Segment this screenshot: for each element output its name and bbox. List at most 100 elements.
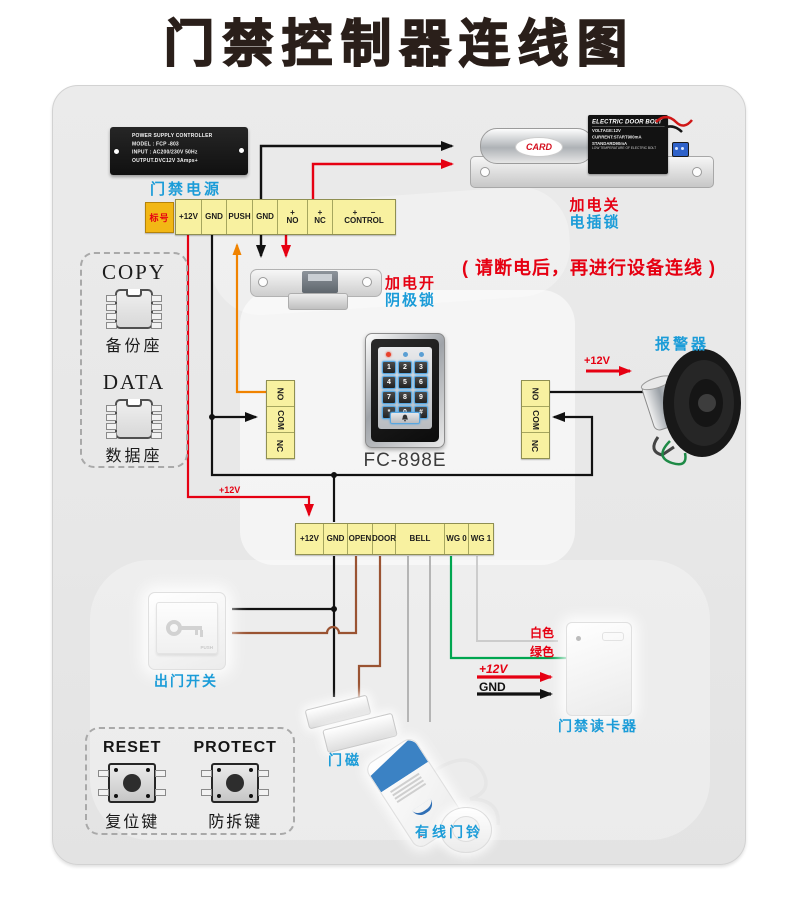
key-4[interactable]: 4 <box>382 376 396 389</box>
bolt-label-box: ELECTRIC DOOR BOLT VOLTAGE:12V CURRENT:S… <box>588 115 672 174</box>
key-6[interactable]: 6 <box>414 376 428 389</box>
terminal-wg0: WG 0 <box>445 524 469 554</box>
top-terminal-strip: +12V GND PUSH GND +NO +NC + −CONTROL <box>175 199 396 235</box>
bolt-caption-blue: 电插锁 <box>569 214 621 231</box>
strike-caption-red: 加电开 <box>385 275 437 292</box>
data-label: DATA <box>102 370 166 394</box>
chip-socket-icon <box>106 399 162 439</box>
bolt-connector <box>672 142 689 157</box>
junction-dot <box>331 472 337 478</box>
bolt-cylinder: CARD <box>480 128 594 164</box>
bolt-caption-red: 加电关 <box>569 197 621 214</box>
doorbell-key[interactable] <box>390 412 420 424</box>
screw-hole-icon <box>480 167 490 177</box>
screw-icon <box>239 148 244 153</box>
wire-door <box>357 556 382 698</box>
wire-push <box>232 243 266 394</box>
wire-nc-to-bolt <box>311 159 454 199</box>
exit-button-plate: PUSH <box>156 602 218 654</box>
copy-label: COPY <box>101 260 167 284</box>
key-icon <box>166 620 203 637</box>
programmer-box: COPY 备份座 DATA 数据座 <box>80 252 188 468</box>
key-7[interactable]: 7 <box>382 391 396 404</box>
strike-caption-blue: 阴极锁 <box>385 292 437 309</box>
terminal-nc: +NC <box>308 200 333 234</box>
relay-no: NO <box>267 381 294 407</box>
tag-label: 标号 <box>145 202 174 233</box>
reset-switch-icon[interactable] <box>98 763 167 803</box>
doorbell-button[interactable] <box>440 807 492 853</box>
terminal-no: +NO <box>278 200 308 234</box>
protect-switch-icon[interactable] <box>201 763 270 803</box>
terminal-gnd: GND <box>202 200 227 234</box>
terminal-gnd: GND <box>324 524 348 554</box>
electric-strike-lock <box>250 269 382 311</box>
reset-caption: 复位键 <box>105 814 160 831</box>
wire-exit-open <box>232 556 358 635</box>
keypad-leds <box>386 352 424 357</box>
siren-12v-label: +12V <box>584 355 610 367</box>
screw-hole-icon <box>362 277 372 287</box>
key-1[interactable]: 1 <box>382 361 396 374</box>
electric-door-bolt: CARD ELECTRIC DOOR BOLT VOLTAGE:12V CURR… <box>468 112 718 197</box>
bolt-label-text: ELECTRIC DOOR BOLT VOLTAGE:12V CURRENT:S… <box>592 118 672 150</box>
keypad-fc898e: 1 2 3 4 5 6 7 8 9 * 0 # <box>365 333 445 448</box>
wire-gnd-to-bolt <box>259 141 454 199</box>
reader-12v-label: +12V <box>479 662 508 676</box>
power-supply-controller: POWER SUPPLY CONTROLLER MODEL : FCP -803… <box>110 127 248 175</box>
relay-com: COM <box>267 407 294 433</box>
psu-caption: 门禁电源 <box>150 181 223 198</box>
terminal-12v: +12V <box>176 200 202 234</box>
relay-strip-right: NO COM NC <box>521 380 550 459</box>
key-3[interactable]: 3 <box>414 361 428 374</box>
strike-keeper <box>288 293 348 310</box>
screw-hole-icon <box>692 167 702 177</box>
wire-wg1-white <box>476 556 558 642</box>
bell-icon <box>401 414 409 422</box>
key-2[interactable]: 2 <box>398 361 412 374</box>
relay-com: COM <box>522 407 549 433</box>
terminal-control: + −CONTROL <box>344 207 384 225</box>
reset-label: RESET <box>103 739 162 756</box>
relay-nc: NC <box>275 439 286 452</box>
key-8[interactable]: 8 <box>398 391 412 404</box>
keypad-face: 1 2 3 4 5 6 7 8 9 * 0 # <box>378 347 432 429</box>
relay-strip-left: NO COM NC <box>266 380 295 459</box>
alarm-siren <box>636 345 746 467</box>
led-blue <box>419 352 424 357</box>
key-9[interactable]: 9 <box>414 391 428 404</box>
relay-nc: NC <box>530 439 541 452</box>
psu-label-text: POWER SUPPLY CONTROLLER MODEL : FCP -803… <box>132 133 213 164</box>
chip-socket-icon <box>106 289 162 329</box>
reader-white-wire-label: 白色 <box>530 626 555 640</box>
push-label: PUSH <box>200 645 213 650</box>
wire-gnd-run <box>210 233 594 477</box>
exit-button-caption: 出门开关 <box>154 673 218 689</box>
data-caption: 数据座 <box>105 448 163 465</box>
terminal-push: PUSH <box>227 200 253 234</box>
card-reader <box>566 622 632 716</box>
keypad-keys: 1 2 3 4 5 6 7 8 9 * 0 # <box>382 361 428 419</box>
key-5[interactable]: 5 <box>398 376 412 389</box>
warning-text: ( 请断电后，再进行设备连线 ) <box>462 258 716 278</box>
wired-doorbell: ●●● <box>363 735 508 870</box>
reader-gnd-label: GND <box>479 680 506 694</box>
led-red <box>386 352 391 357</box>
bolt-wires-icon <box>655 115 693 133</box>
bottom-12v-label: +12V <box>219 485 241 495</box>
copy-caption: 备份座 <box>105 338 163 355</box>
door-magnet-caption: 门磁 <box>328 752 362 768</box>
screw-hole-icon <box>258 277 268 287</box>
page-title: 门禁控制器连线图 <box>163 14 636 74</box>
reader-caption: 门禁读卡器 <box>558 718 638 734</box>
junction-dot <box>209 414 215 420</box>
screw-icon <box>114 149 119 154</box>
protect-caption: 防拆键 <box>208 814 263 831</box>
reader-led <box>576 636 581 641</box>
wire-12v-run <box>186 233 314 517</box>
terminal-wg1: WG 1 <box>470 533 492 543</box>
led-blue <box>402 352 408 357</box>
exit-button[interactable]: PUSH <box>148 592 226 670</box>
